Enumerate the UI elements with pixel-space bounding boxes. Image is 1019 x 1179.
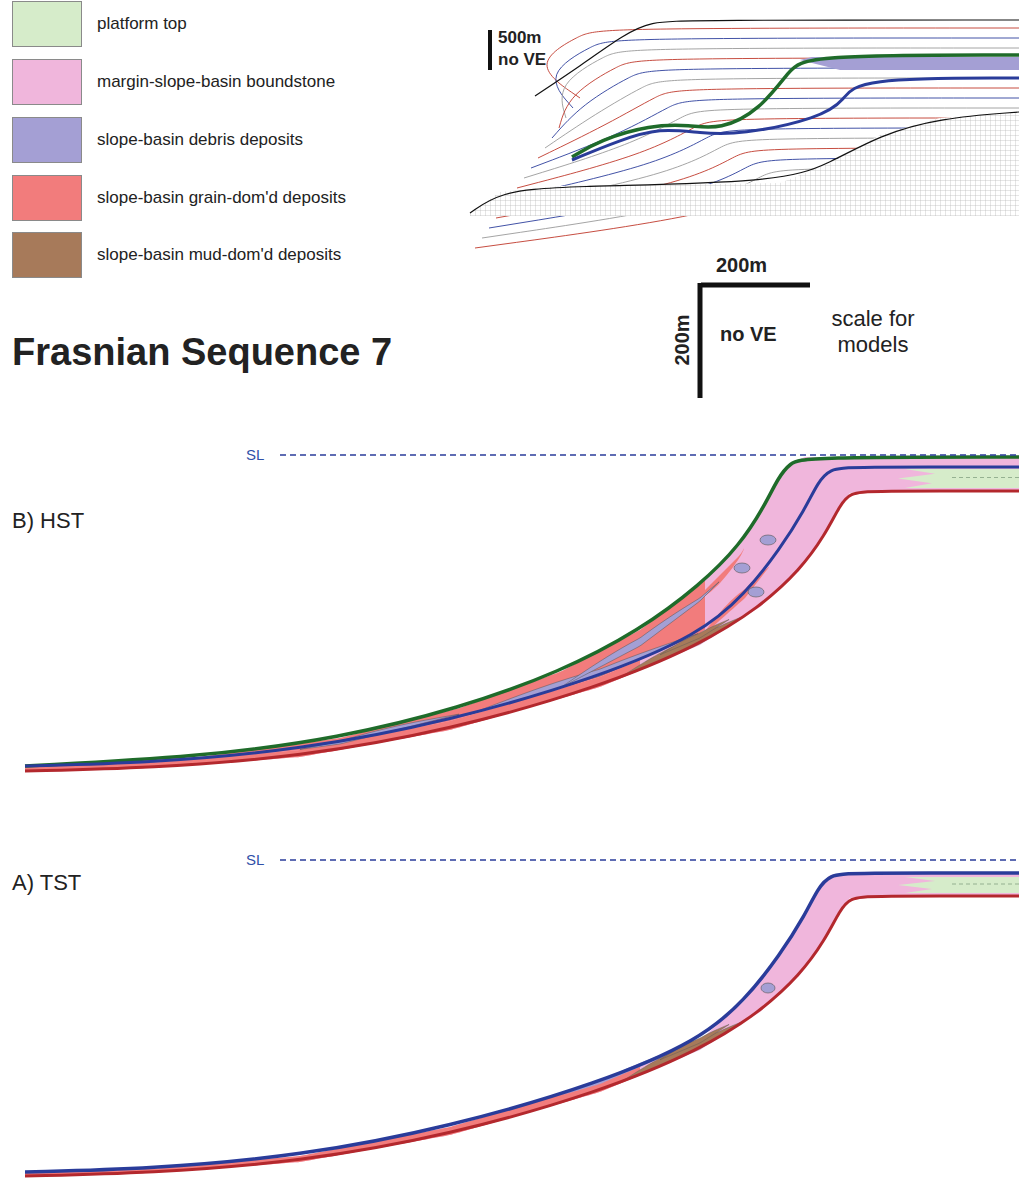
scale-bar — [488, 30, 492, 70]
panel-label: A) TST — [12, 870, 81, 896]
mud-lens — [660, 619, 729, 654]
sea-level-label: SL — [246, 851, 264, 869]
legend-item: slope-basin debris deposits — [12, 117, 303, 163]
label-box: 200m — [670, 313, 694, 367]
label-box: no VE — [498, 50, 546, 70]
panel-label: B) HST — [12, 508, 84, 534]
sequence-base-line — [25, 896, 1019, 1176]
diagram-title: Frasnian Sequence 7 — [12, 333, 392, 371]
legend-item: platform top — [12, 1, 187, 47]
scale-label: no VE — [720, 322, 777, 346]
sequence-top-line — [25, 457, 1019, 766]
legend-swatch — [12, 175, 82, 221]
debris-block — [734, 563, 750, 573]
scale-label: 200m — [670, 314, 694, 365]
platform-bedding — [950, 884, 1019, 885]
sea-level-line — [280, 859, 1019, 860]
basement-hatch — [470, 112, 1019, 216]
legend-text: slope-basin mud-dom'd deposits — [97, 245, 341, 265]
title-box: Frasnian Sequence 7 — [12, 333, 392, 371]
basement-ground — [470, 112, 1019, 216]
label-box: no VE — [720, 322, 777, 346]
mud-lens — [660, 1024, 729, 1059]
platform-bedding — [950, 477, 1019, 478]
legend-text: platform top — [97, 14, 187, 34]
scale-bar — [698, 283, 703, 398]
mfs-line — [25, 467, 1019, 766]
boundstone-fill — [25, 457, 1019, 771]
scale-bar — [701, 283, 810, 288]
legend-swatch — [12, 117, 82, 163]
sea-level-line — [280, 454, 1019, 455]
legend-swatch — [12, 232, 82, 278]
label-box: B) HST — [12, 508, 84, 534]
scale-label: 200m — [716, 253, 767, 277]
label-box: SL — [246, 446, 264, 464]
label-box: A) TST — [12, 870, 81, 896]
scale-label: scale for models — [812, 306, 934, 359]
boundstone-fill — [25, 873, 1019, 1176]
legend-swatch — [12, 1, 82, 47]
legend-text: margin-slope-basin boundstone — [97, 72, 335, 92]
hst-top-line — [572, 55, 1019, 157]
legend-item: slope-basin mud-dom'd deposits — [12, 232, 341, 278]
tst-top-line — [572, 78, 1019, 160]
legend-swatch — [12, 59, 82, 105]
label-box: 500m — [498, 28, 541, 48]
hst-panel — [25, 457, 1019, 771]
legend-text: slope-basin grain-dom'd deposits — [97, 188, 346, 208]
debris-block — [748, 587, 764, 597]
inset-section — [470, 20, 1019, 248]
label-box: SL — [246, 851, 264, 869]
scale-label: 500m — [498, 28, 541, 48]
label-box: scale for models — [812, 306, 934, 359]
debris-block — [761, 983, 775, 993]
tst-panel — [25, 873, 1019, 1176]
model-scale — [700, 283, 810, 398]
basement-profile — [470, 112, 1019, 213]
sequence-base-line — [25, 491, 1019, 771]
grain-tongue — [690, 549, 744, 603]
scale-label: no VE — [498, 50, 546, 70]
sea-level-label: SL — [246, 446, 264, 464]
platform-fill — [898, 469, 1019, 488]
grain-fill — [25, 1066, 640, 1176]
legend-text: slope-basin debris deposits — [97, 130, 303, 150]
label-box: 200m — [716, 253, 767, 277]
legend-item: slope-basin grain-dom'd deposits — [12, 175, 346, 221]
legend-item: margin-slope-basin boundstone — [12, 59, 335, 105]
sequence-top-line — [25, 873, 1019, 1172]
platform-fill — [898, 877, 1019, 893]
debris-block — [760, 535, 776, 545]
